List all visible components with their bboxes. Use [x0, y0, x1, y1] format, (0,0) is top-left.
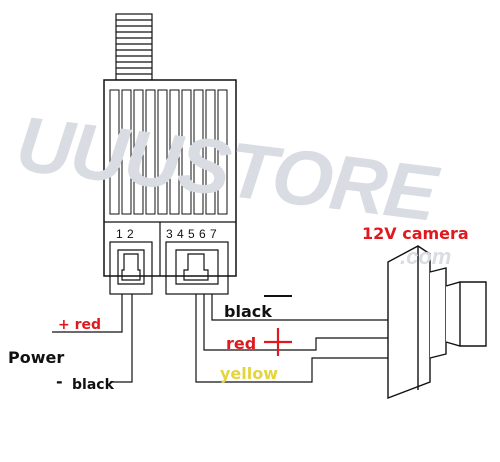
label-minus-black: black	[72, 377, 114, 393]
watermark-domain: .com	[400, 244, 452, 269]
heatsink-fins	[109, 89, 228, 215]
wires	[52, 294, 392, 383]
antenna-connector	[115, 13, 153, 81]
connector-av	[165, 241, 229, 295]
label-red: red	[226, 334, 257, 353]
label-black: black	[224, 302, 272, 321]
plus-symbol	[264, 328, 292, 356]
wire-camera-black	[211, 294, 392, 321]
camera	[387, 245, 487, 400]
label-minus-symbol: -	[56, 372, 63, 391]
wire-power-minus	[110, 294, 133, 383]
wire-camera-yellow	[195, 294, 392, 383]
label-power: Power	[8, 348, 65, 367]
camera-label: 12V camera	[362, 224, 469, 243]
transmitter-module	[103, 79, 237, 295]
pin-numbers-power: 1 2	[116, 227, 135, 241]
pin-numbers-av: 3 4 5 6 7	[166, 227, 218, 241]
label-plus-red: + red	[58, 317, 102, 333]
connector-power	[109, 241, 153, 295]
wire-camera-red	[203, 294, 392, 351]
wire-power-plus	[52, 294, 123, 333]
label-yellow: yellow	[220, 364, 279, 383]
